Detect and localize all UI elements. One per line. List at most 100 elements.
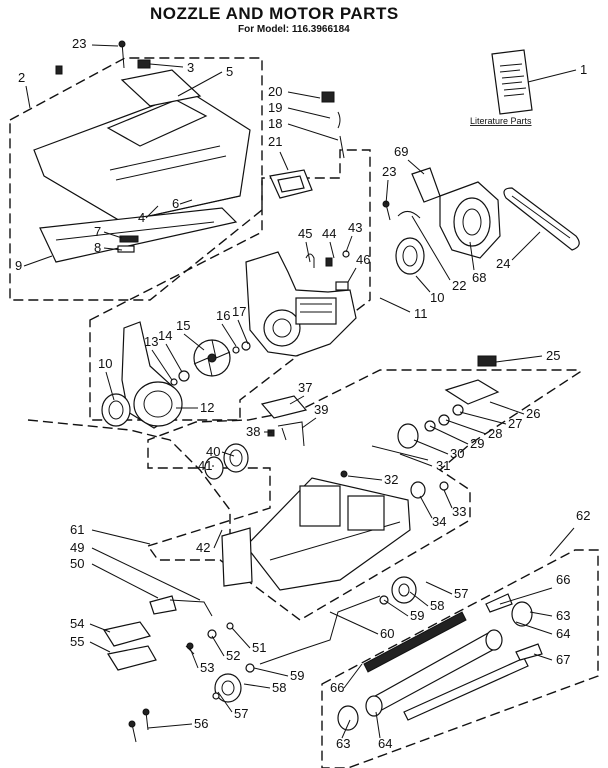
- motor-small-parts: [305, 250, 350, 291]
- callout-c54: 54: [70, 616, 84, 631]
- callout-c63a: 63: [556, 608, 570, 623]
- callout-c68: 68: [472, 270, 486, 285]
- pedal-parts-49-55: [103, 595, 234, 671]
- leader-line-c63b: [341, 719, 351, 739]
- leader-line-c11: [379, 297, 411, 313]
- leader-line-c54: [89, 623, 111, 633]
- leader-line-c39: [301, 417, 317, 429]
- callout-c23b: 23: [382, 164, 396, 179]
- callout-c60: 60: [380, 626, 394, 641]
- leader-line-c14: [165, 343, 183, 373]
- motor-group-outline: [89, 149, 371, 421]
- callout-c43: 43: [348, 220, 362, 235]
- leader-line-c52: [211, 635, 225, 657]
- callout-c26: 26: [526, 406, 540, 421]
- callout-c62: 62: [576, 508, 590, 523]
- leader-line-c15: [183, 333, 205, 351]
- leader-line-c46: [347, 267, 357, 283]
- callout-c13: 13: [144, 334, 158, 349]
- leader-line-c30: [413, 439, 449, 455]
- callout-c52: 52: [226, 648, 240, 663]
- leader-line-c57b: [217, 691, 233, 713]
- leader-line-c24: [511, 231, 541, 261]
- leader-line-c57a: [425, 581, 453, 595]
- callout-c21: 21: [268, 134, 282, 149]
- callout-c5: 5: [226, 64, 233, 79]
- callout-c50: 50: [70, 556, 84, 571]
- leader-line-c29: [429, 425, 469, 445]
- leader-line-c17: [237, 319, 249, 345]
- callout-c29: 29: [470, 436, 484, 451]
- callout-c64a: 64: [556, 626, 570, 641]
- callout-c61: 61: [70, 522, 84, 537]
- callout-c49: 49: [70, 540, 84, 555]
- leader-line-c43: [345, 235, 353, 253]
- leader-line-c26: [489, 401, 525, 415]
- leader-line-c51: [231, 627, 251, 649]
- callout-c44: 44: [322, 226, 336, 241]
- height-adjust-parts-26-31: [371, 379, 500, 461]
- leader-line-c33: [443, 489, 453, 509]
- leader-line-c61: [91, 529, 151, 545]
- base-wheels-40-41: [204, 443, 249, 480]
- callout-c63b: 63: [336, 736, 350, 751]
- callout-c11: 11: [414, 306, 428, 321]
- switch-25: [477, 355, 497, 367]
- fan-impeller: [170, 339, 251, 386]
- brackets-37-39: [260, 395, 308, 447]
- cord-parts: [269, 91, 345, 199]
- assembly-path-line: [27, 419, 231, 540]
- leader-line-c13: [151, 349, 173, 381]
- leader-line-c63a: [529, 611, 553, 617]
- leader-line-c4: [145, 205, 159, 219]
- leader-line-c64b: [375, 711, 381, 739]
- callout-c14: 14: [158, 328, 172, 343]
- leader-line-c44: [329, 241, 335, 259]
- leader-line-c7: [103, 231, 123, 239]
- leader-line-c40: [221, 451, 235, 457]
- callout-c59a: 59: [410, 608, 424, 623]
- leader-line-c10b: [105, 371, 115, 401]
- leader-line-c6: [179, 199, 193, 205]
- leader-line-c49: [91, 547, 201, 601]
- leader-line-c31: [399, 453, 433, 467]
- callout-c3: 3: [187, 60, 194, 75]
- callout-c40: 40: [206, 444, 220, 459]
- small-clip-3: [137, 59, 151, 69]
- callout-c10b: 10: [98, 356, 112, 371]
- callout-c66b: 66: [330, 680, 344, 695]
- callout-c20: 20: [268, 84, 282, 99]
- callout-c33: 33: [452, 504, 466, 519]
- leader-line-c66b: [343, 663, 363, 689]
- callout-c38: 38: [246, 424, 260, 439]
- nozzle-base: [221, 477, 411, 591]
- leader-line-c28: [445, 419, 487, 435]
- callout-c16: 16: [216, 308, 230, 323]
- callout-c18: 18: [268, 116, 282, 131]
- drive-belt: [503, 187, 580, 251]
- leader-line-c32: [347, 475, 383, 481]
- leader-line-c27: [459, 411, 507, 425]
- literature-booklet: [491, 49, 533, 115]
- leader-line-c68: [469, 241, 475, 271]
- leader-line-c58a: [409, 591, 429, 607]
- leader-line-c59a: [383, 599, 409, 617]
- leader-line-c21: [279, 151, 289, 171]
- beater-bar-group-outline: [321, 549, 599, 768]
- leader-line-c62: [549, 527, 575, 557]
- callout-c64b: 64: [378, 736, 392, 751]
- callout-c56: 56: [194, 716, 208, 731]
- leader-line-c8: [103, 247, 123, 251]
- callout-c30: 30: [450, 446, 464, 461]
- leader-line-c25: [495, 355, 543, 363]
- leader-line-c69: [407, 159, 425, 175]
- callout-c59b: 59: [290, 668, 304, 683]
- rear-motor-cover: [382, 167, 501, 275]
- leader-line-c19: [287, 107, 331, 119]
- leader-line-c1: [527, 69, 577, 83]
- leader-line-c2: [25, 85, 31, 109]
- callout-c27: 27: [508, 416, 522, 431]
- callout-c7: 7: [94, 224, 101, 239]
- callout-c8: 8: [94, 240, 101, 255]
